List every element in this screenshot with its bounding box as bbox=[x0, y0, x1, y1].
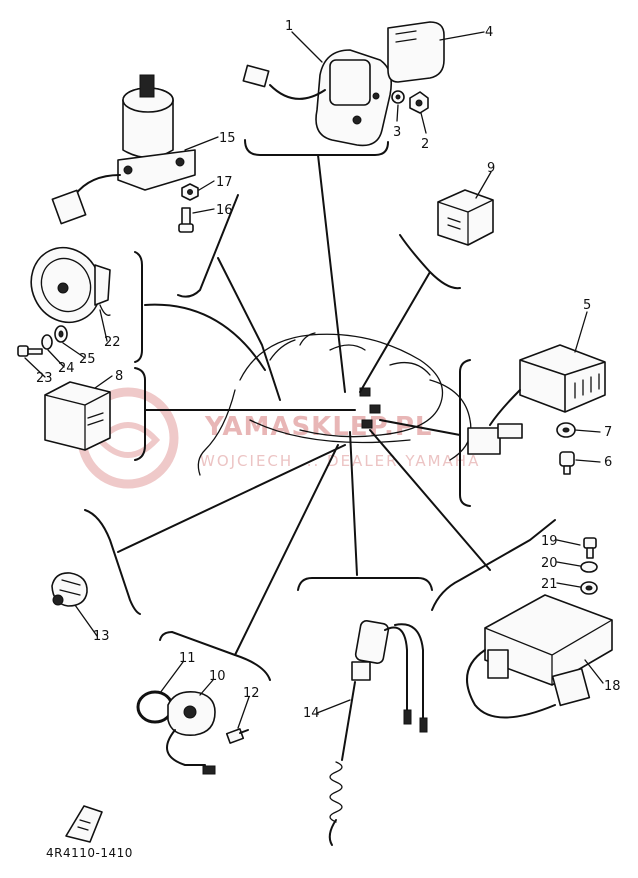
callout-12: 12 bbox=[243, 686, 260, 701]
frame-outline bbox=[197, 332, 472, 476]
part-23-bolt bbox=[17, 345, 43, 357]
callout-16: 16 bbox=[216, 203, 233, 218]
part-7-washer bbox=[556, 422, 576, 438]
part-5-regulator bbox=[467, 344, 606, 455]
callout-6: 6 bbox=[604, 455, 612, 470]
part-16-bolt bbox=[178, 207, 194, 233]
watermark: YAMASKLEP.PL WOJCIECH ... DEALER YAMAHA bbox=[77, 387, 480, 489]
part-25-washer bbox=[54, 325, 68, 343]
callout-10: 10 bbox=[209, 669, 226, 684]
callout-5: 5 bbox=[583, 298, 591, 313]
part-10-switch bbox=[166, 690, 216, 775]
part-18-cdi-unit bbox=[466, 594, 613, 719]
part-21-washer bbox=[580, 581, 598, 595]
callout-15: 15 bbox=[219, 131, 236, 146]
part-11-o-ring bbox=[136, 690, 174, 724]
part-22-horn bbox=[30, 246, 111, 324]
callout-8: 8 bbox=[115, 369, 123, 384]
callout-20: 20 bbox=[541, 556, 558, 571]
part-8-relay-box bbox=[44, 381, 111, 451]
callout-24: 24 bbox=[58, 361, 75, 376]
part-2-nut bbox=[409, 91, 429, 114]
callout-4: 4 bbox=[485, 25, 493, 40]
part-4-cover bbox=[387, 21, 445, 83]
callout-2: 2 bbox=[421, 137, 429, 152]
callout-17: 17 bbox=[216, 175, 233, 190]
part-6-bolt bbox=[559, 451, 575, 475]
callout-3: 3 bbox=[393, 125, 401, 140]
part-14-brake-switch bbox=[328, 620, 428, 846]
part-19-bolt bbox=[583, 537, 597, 559]
callout-19: 19 bbox=[541, 534, 558, 549]
part-17-nut bbox=[181, 183, 199, 201]
watermark-title: YAMASKLEP.PL bbox=[204, 412, 432, 442]
part-3-washer bbox=[391, 90, 405, 104]
callout-numbers: 1 2 3 4 5 6 7 8 9 10 11 12 13 14 15 16 1… bbox=[36, 19, 621, 721]
callout-1: 1 bbox=[285, 19, 293, 34]
part-12-screw bbox=[225, 728, 249, 744]
callout-22: 22 bbox=[104, 335, 121, 350]
callout-9: 9 bbox=[487, 161, 495, 176]
callout-11: 11 bbox=[179, 651, 196, 666]
fwd-arrow-icon bbox=[65, 805, 103, 843]
callout-leaders bbox=[24, 31, 604, 729]
part-code: 4R4110-1410 bbox=[46, 846, 133, 860]
part-15-ignition-switch bbox=[51, 74, 196, 225]
callout-21: 21 bbox=[541, 577, 558, 592]
part-20-washer bbox=[580, 561, 598, 573]
watermark-subtitle: WOJCIECH ... DEALER YAMAHA bbox=[200, 452, 480, 470]
part-9-flasher bbox=[437, 189, 494, 246]
callout-13: 13 bbox=[93, 629, 110, 644]
callout-25: 25 bbox=[79, 352, 96, 367]
callout-18: 18 bbox=[604, 679, 621, 694]
callout-23: 23 bbox=[36, 371, 53, 386]
part-24-washer bbox=[41, 334, 53, 350]
part-1-relay bbox=[242, 49, 393, 147]
leader-lines bbox=[117, 154, 491, 656]
group-brackets bbox=[84, 139, 556, 681]
callout-14: 14 bbox=[303, 706, 320, 721]
callout-7: 7 bbox=[604, 425, 612, 440]
part-13-sensor bbox=[51, 572, 88, 607]
